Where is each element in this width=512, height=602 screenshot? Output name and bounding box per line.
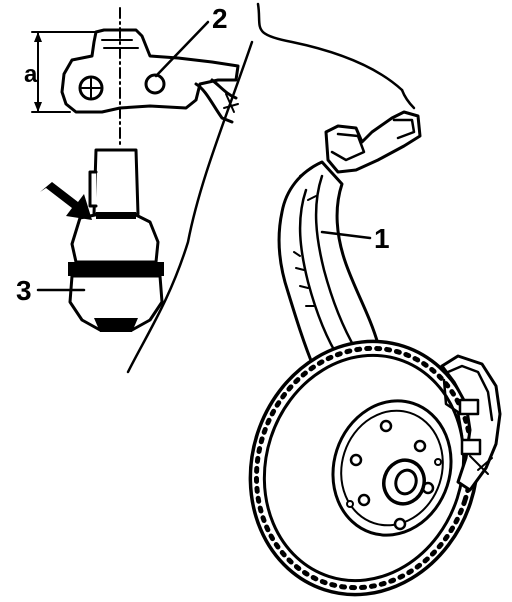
brake-disc bbox=[248, 339, 480, 597]
ball-joint bbox=[40, 148, 164, 332]
steering-knuckle bbox=[277, 110, 422, 386]
label-dimension-a: a bbox=[24, 61, 38, 88]
brake-caliper bbox=[440, 354, 502, 492]
label-part-2: 2 bbox=[212, 3, 228, 34]
lever-detail bbox=[31, 7, 240, 149]
label-part-3: 3 bbox=[16, 275, 32, 306]
label-part-1: 1 bbox=[374, 223, 390, 254]
